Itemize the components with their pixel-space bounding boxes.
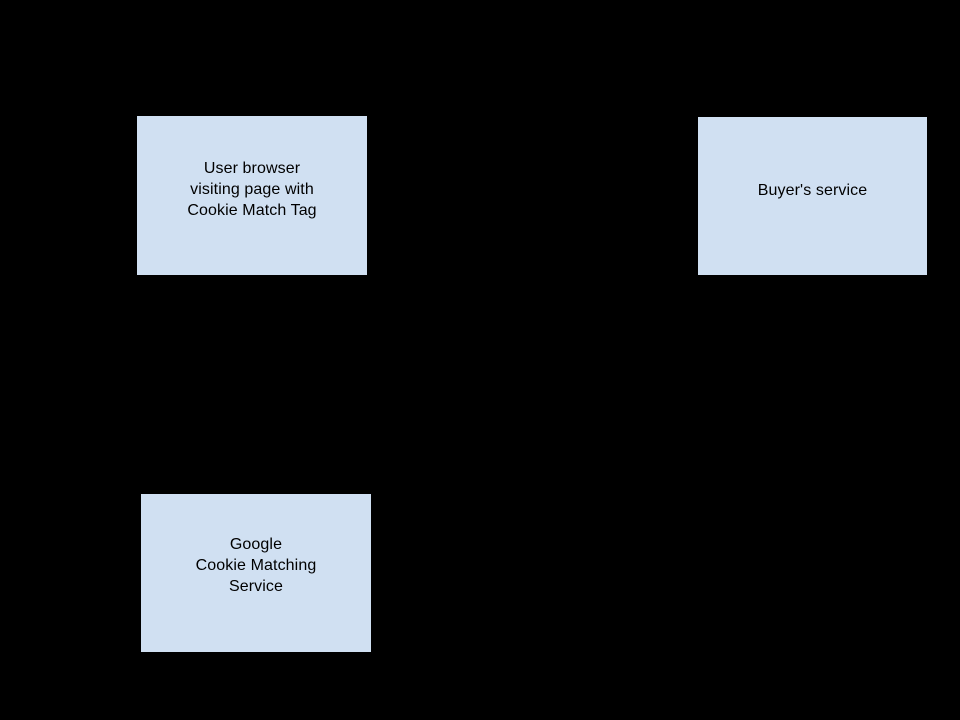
diagram-node-google-cookie-matching-label: Google Cookie Matching Service — [195, 536, 317, 595]
diagram-node-user-browser[interactable]: User browser visiting page with Cookie M… — [136, 115, 368, 276]
diagram-node-buyers-service-label: Buyer's service — [757, 182, 868, 199]
diagram-node-google-cookie-matching[interactable]: Google Cookie Matching Service — [140, 493, 372, 653]
diagram-node-user-browser-label: User browser visiting page with Cookie M… — [187, 160, 317, 219]
diagram-node-buyers-service[interactable]: Buyer's service — [697, 116, 928, 276]
